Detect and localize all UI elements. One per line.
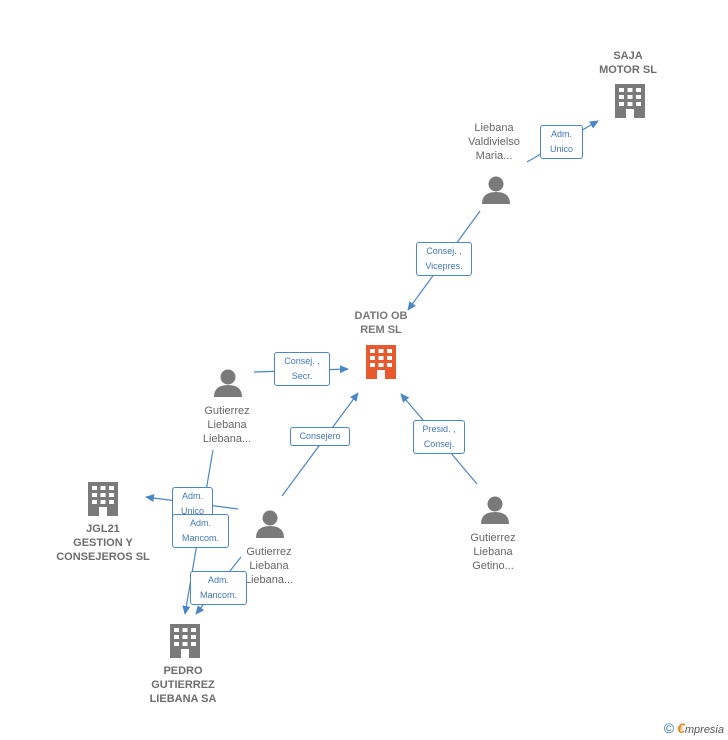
edge-label-consej-vicepres[interactable]: Consej. , Vicepres. xyxy=(416,242,472,276)
edge-label-line: Mancom. xyxy=(199,590,237,600)
company-name-line: DATIO OB xyxy=(354,310,408,322)
edge-label-line: Consej. , xyxy=(426,246,462,256)
company-name-line: CONSEJEROS SL xyxy=(56,551,150,563)
person-name-line: Getino... xyxy=(472,560,514,572)
company-name-line: GUTIERREZ xyxy=(151,679,215,691)
company-name-line: LIEBANA SA xyxy=(149,693,217,705)
person-name-line: Gutierrez xyxy=(204,405,250,417)
company-name-line: MOTOR SL xyxy=(599,64,657,76)
edge-label-line: Vicepres. xyxy=(425,261,463,271)
company-label-datio-ob-rem[interactable]: DATIO OB REM SL xyxy=(341,309,421,337)
empresia-logo-text: mpresia xyxy=(684,724,724,736)
edge-label-line: Adm. xyxy=(181,491,203,501)
company-name-line: GESTION Y xyxy=(73,537,133,549)
edge-label-line: Consej. , xyxy=(284,356,320,366)
person-name-line: Liebana xyxy=(249,560,289,572)
person-name-line: Gutierrez xyxy=(470,532,516,544)
edge-label-line: Adm. xyxy=(550,129,572,139)
company-label-jgl21[interactable]: JGL21 GESTION Y CONSEJEROS SL xyxy=(43,522,163,564)
building-icon xyxy=(615,84,645,118)
person-label-gutierrez-liebana-1[interactable]: Gutierrez Liebana Liebana... xyxy=(182,404,272,446)
person-name-line: Maria... xyxy=(475,150,513,162)
empresia-logo-initial: € xyxy=(677,720,685,736)
person-name-line: Valdivielso xyxy=(468,136,520,148)
edge-label-line: Presid. , xyxy=(422,424,456,434)
company-name-line: REM SL xyxy=(360,324,402,336)
edge-label-line: Unico xyxy=(180,506,204,516)
copyright-icon: © xyxy=(663,720,675,736)
company-label-pedro-gutierrez[interactable]: PEDRO GUTIERREZ LIEBANA SA xyxy=(133,664,233,706)
person-label-gutierrez-liebana-2[interactable]: Gutierrez Liebana Liebana... xyxy=(224,545,314,587)
footer-brand: © €mpresia xyxy=(664,720,724,736)
person-name-line: Gutierrez xyxy=(246,546,292,558)
person-label-gutierrez-liebana-getino[interactable]: Gutierrez Liebana Getino... xyxy=(448,531,538,573)
edge-label-line: Adm. xyxy=(207,575,229,585)
building-icon xyxy=(170,624,200,658)
edge-label-adm-unico-saja[interactable]: Adm. Unico xyxy=(540,125,583,159)
person-name-line: Liebana xyxy=(207,419,247,431)
edge-label-line: Unico xyxy=(549,144,573,154)
edge-label-line: Mancom. xyxy=(181,533,219,543)
edge-label-adm-mancom-2[interactable]: Adm. Mancom. xyxy=(190,571,247,605)
company-name-line: JGL21 xyxy=(86,523,120,535)
building-icon xyxy=(366,345,396,379)
person-name-line: Liebana xyxy=(473,546,513,558)
person-name-line: Liebana xyxy=(474,122,514,134)
edge-label-line: Secr. xyxy=(291,371,313,381)
edge-label-line: Consejero xyxy=(299,431,341,441)
edge-label-line: Adm. xyxy=(189,518,211,528)
edge-label-presid-consej[interactable]: Presid. , Consej. xyxy=(413,420,465,454)
person-icon xyxy=(214,369,242,397)
building-icon xyxy=(88,482,118,516)
company-name-line: SAJA xyxy=(613,50,643,62)
person-icon xyxy=(482,176,510,204)
person-name-line: Liebana... xyxy=(244,574,294,586)
company-label-saja-motor[interactable]: SAJA MOTOR SL xyxy=(588,49,668,77)
person-icon xyxy=(256,510,284,538)
edge-label-line: Consej. xyxy=(423,439,455,449)
person-icon xyxy=(481,496,509,524)
edge-label-consej-secr[interactable]: Consej. , Secr. xyxy=(274,352,330,386)
edge-label-adm-mancom-1[interactable]: Adm. Mancom. xyxy=(172,514,229,548)
person-name-line: Liebana... xyxy=(202,433,252,445)
person-label-liebana-valdivielso[interactable]: Liebana Valdivielso Maria... xyxy=(449,121,539,163)
edge-label-consejero[interactable]: Consejero xyxy=(290,427,350,446)
company-name-line: PEDRO xyxy=(163,665,203,677)
